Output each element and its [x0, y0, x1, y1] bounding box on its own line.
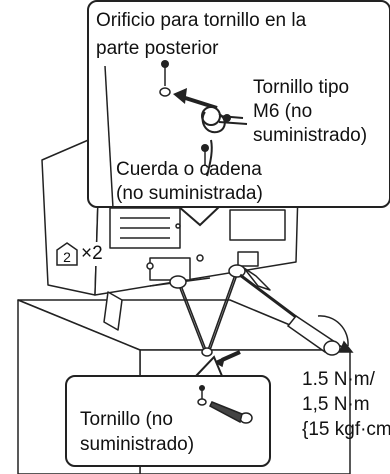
insert-arrow: [173, 88, 218, 110]
table-screw: [201, 347, 241, 368]
wood-screw-icon: [197, 385, 253, 424]
bottom-screw-label-line1: Tornillo (no: [80, 409, 173, 430]
torque-line1: 1.5 N·m/: [302, 369, 375, 390]
screwdriver: [239, 273, 354, 356]
tv-screws: [169, 264, 246, 289]
torque-line2: 1,5 N·m: [302, 394, 370, 415]
screw-detail-illustration: [104, 60, 248, 208]
rear-hole-label-line2: parte posterior: [96, 38, 219, 59]
cord-label-line1: Cuerda o cadena: [116, 159, 262, 180]
bottom-screw-label-line2: suministrado): [80, 434, 195, 455]
screw-type-label-line3: suministrado): [253, 125, 368, 146]
screw-count-text: ×2: [81, 243, 103, 264]
screw-hole-marker: [159, 60, 171, 97]
torque-line3: {15 kgf·cm}: [302, 419, 390, 440]
cord-marker: [201, 144, 209, 166]
svg-text:2: 2: [63, 249, 71, 265]
screw-count-marker: 2 ×2: [56, 242, 103, 266]
screw-type-label-line2: M6 (no: [253, 101, 313, 122]
m6-screw: [201, 106, 248, 177]
screw-number-2-icon: 2: [56, 242, 78, 266]
cord-lines: [177, 271, 239, 351]
cord-label-line2: (no suministrada): [116, 183, 263, 204]
callout-box-rear-hole: [87, 0, 390, 208]
screw-type-label-line1: Tornillo tipo: [253, 77, 350, 98]
rear-hole-label-line1: Orificio para tornillo en la: [96, 10, 307, 31]
